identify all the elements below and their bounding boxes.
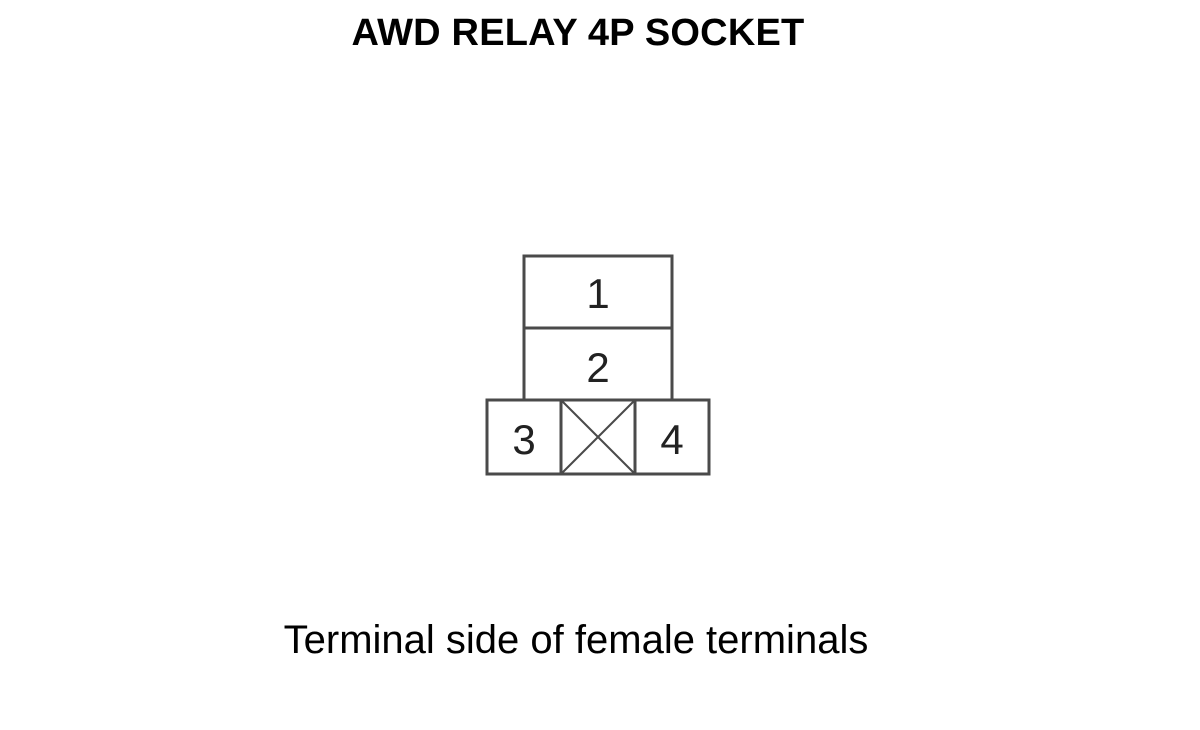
diagram-caption: Terminal side of female terminals (283, 618, 869, 662)
pin-cavity-4 (633, 398, 711, 476)
pin-label-3: 3 (512, 416, 535, 463)
pin-cavity-3 (485, 398, 563, 476)
connector-socket: 1 2 3 4 (480, 248, 720, 483)
pin-label-4: 4 (660, 416, 683, 463)
blank-cavity-cross-b (560, 399, 636, 475)
pin-label-2: 2 (586, 344, 609, 391)
pin-cavity-2 (522, 326, 674, 402)
diagram-title: AWD RELAY 4P SOCKET (351, 12, 805, 54)
pin-cavity-1 (522, 254, 674, 330)
pin-label-1: 1 (586, 270, 609, 317)
